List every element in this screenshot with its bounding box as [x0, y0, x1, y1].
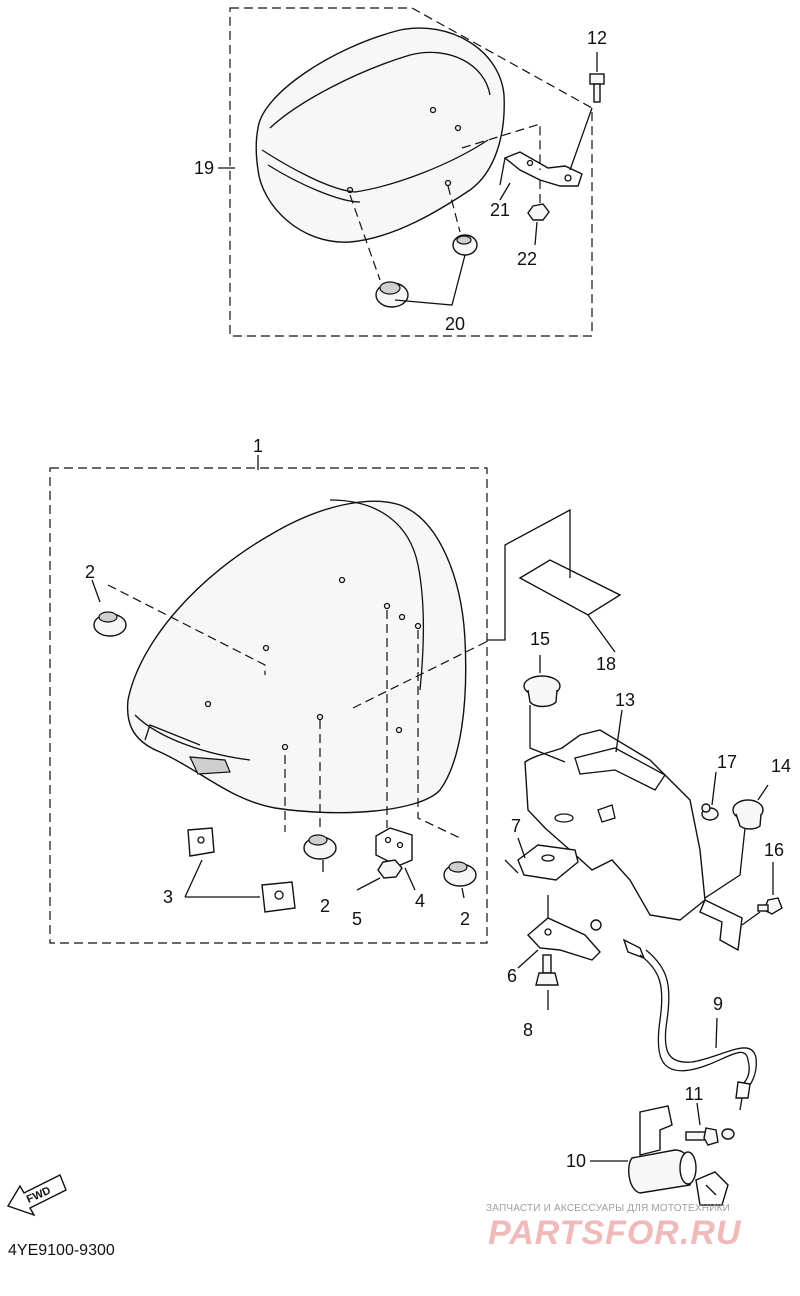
callout-13: 13 [615, 690, 635, 710]
lock-cover [524, 729, 706, 921]
callout-2: 2 [320, 896, 330, 916]
bolt [701, 803, 719, 821]
callout-12: 12 [587, 28, 607, 48]
callout-8: 8 [523, 1020, 533, 1040]
callout-4: 4 [415, 891, 425, 911]
rider-seat [126, 500, 467, 814]
callout-10: 10 [566, 1151, 586, 1171]
callout-7: 7 [511, 816, 521, 836]
callout-18: 18 [596, 654, 616, 674]
clip [187, 827, 296, 913]
callout-21: 21 [490, 200, 510, 220]
diagram-code: 4YE9100-9300 [8, 1242, 115, 1259]
rider-seat-group [49, 455, 491, 944]
callout-1: 1 [253, 436, 263, 456]
callout-11: 11 [685, 1084, 704, 1104]
callout-3: 3 [163, 887, 173, 907]
lock-assembly-group [487, 508, 783, 1206]
grommet [523, 675, 561, 708]
cable-bracket [526, 895, 602, 961]
lock-cylinder [628, 1105, 729, 1206]
callout-19: 19 [194, 158, 214, 178]
bolt [535, 954, 559, 986]
watermark: ЗАПЧАСТИ И АКСЕССУАРЫ ДЛЯ МОТОТЕХНИКИ PA… [486, 1203, 742, 1252]
passenger-seat [255, 27, 505, 243]
callout-16: 16 [764, 840, 784, 860]
callout-22: 22 [517, 249, 537, 269]
forward-arrow-icon: FWD [6, 1174, 67, 1217]
damper [93, 611, 127, 637]
watermark-logo: PARTSFOR.RU [488, 1214, 742, 1252]
seat-bracket [375, 827, 413, 867]
callout-6: 6 [507, 966, 517, 986]
damper [303, 834, 337, 860]
bolt [757, 897, 783, 915]
callout-2: 2 [85, 562, 95, 582]
callout-20: 20 [445, 314, 465, 334]
callout-17: 17 [717, 752, 737, 772]
callout-14: 14 [771, 756, 791, 776]
grommet [732, 799, 764, 830]
callout-9: 9 [713, 994, 723, 1014]
nut [527, 203, 550, 221]
bolt [589, 73, 605, 103]
passenger-seat-group [218, 7, 605, 337]
callout-5: 5 [352, 909, 362, 929]
bolt [685, 1127, 719, 1146]
rear-seat-bracket [503, 151, 583, 187]
lock-cable [622, 938, 757, 1111]
damper [375, 234, 478, 308]
watermark-tagline: ЗАПЧАСТИ И АКСЕССУАРЫ ДЛЯ МОТОТЕХНИКИ [486, 1203, 730, 1214]
seat-sheet [518, 559, 622, 616]
damper [443, 861, 477, 887]
nut [377, 859, 403, 879]
lock-bracket [504, 844, 579, 881]
callout-2: 2 [460, 909, 470, 929]
callout-numbers: 1 2 2 2 3 4 5 6 7 8 9 10 11 12 13 14 15 … [85, 28, 791, 1171]
callout-15: 15 [530, 629, 550, 649]
